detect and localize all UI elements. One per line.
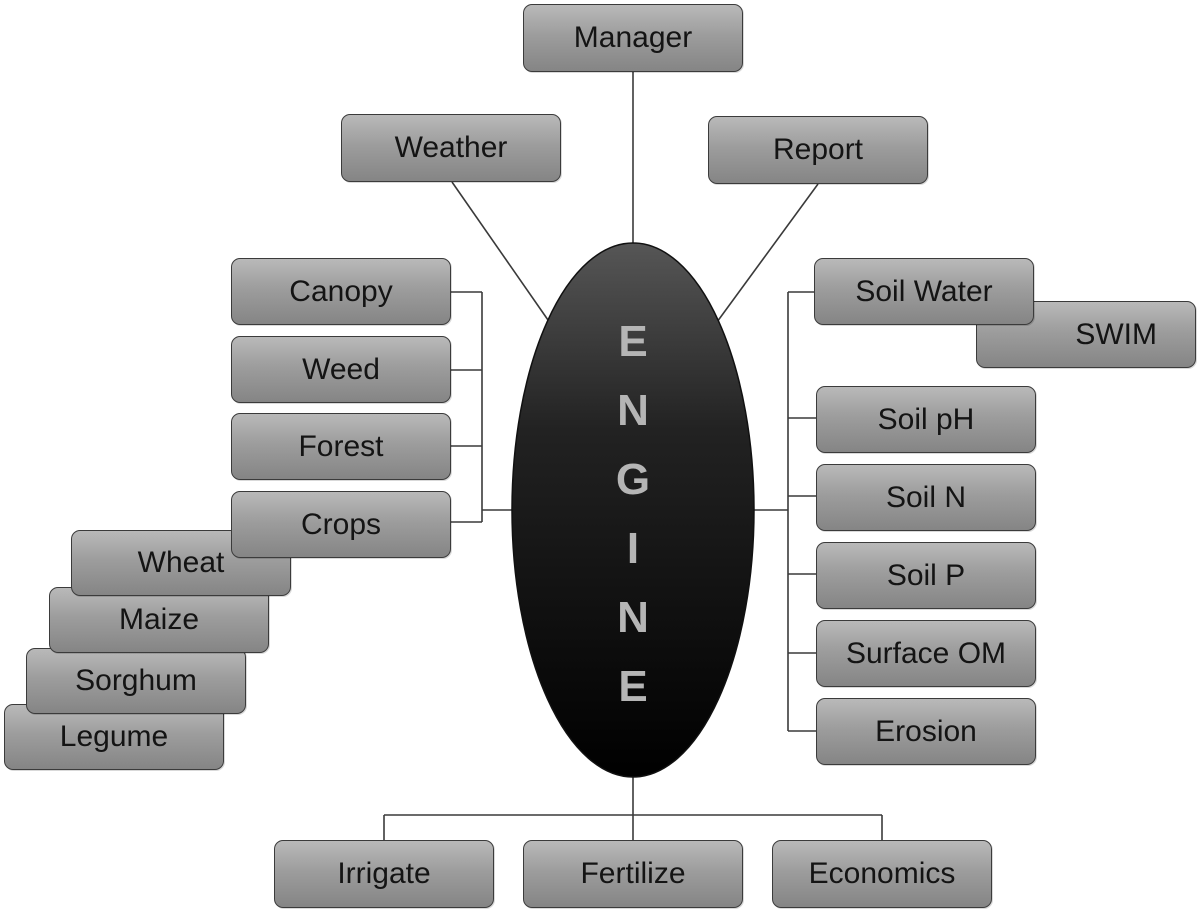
connector-report [716,183,819,323]
connector-weather [451,181,549,321]
report-box: Report [708,116,928,184]
soil-n-box: Soil N [816,464,1036,531]
engine-letter-2: N [617,386,649,435]
erosion-box: Erosion [816,698,1036,765]
soil-water-box: Soil Water [814,258,1034,325]
weather-box: Weather [341,114,561,182]
engine-letter-5: N [617,593,649,642]
crops-box: Crops [231,491,451,558]
soil-ph-box: Soil pH [816,386,1036,453]
fertilize-box: Fertilize [523,840,743,908]
engine-ellipse [511,242,755,778]
engine-letter-4: I [627,524,639,573]
engine-letter-1: E [618,317,647,366]
soil-p-box: Soil P [816,542,1036,609]
irrigate-box: Irrigate [274,840,494,908]
sorghum-box: Sorghum [26,648,246,714]
engine-letter-3: G [616,455,650,504]
weed-box: Weed [231,336,451,403]
engine-letter-6: E [618,662,647,711]
legume-box: Legume [4,704,224,770]
maize-box: Maize [49,587,269,653]
economics-box: Economics [772,840,992,908]
forest-box: Forest [231,413,451,480]
manager-box: Manager [523,4,743,72]
surface-om-box: Surface OM [816,620,1036,687]
canopy-box: Canopy [231,258,451,325]
